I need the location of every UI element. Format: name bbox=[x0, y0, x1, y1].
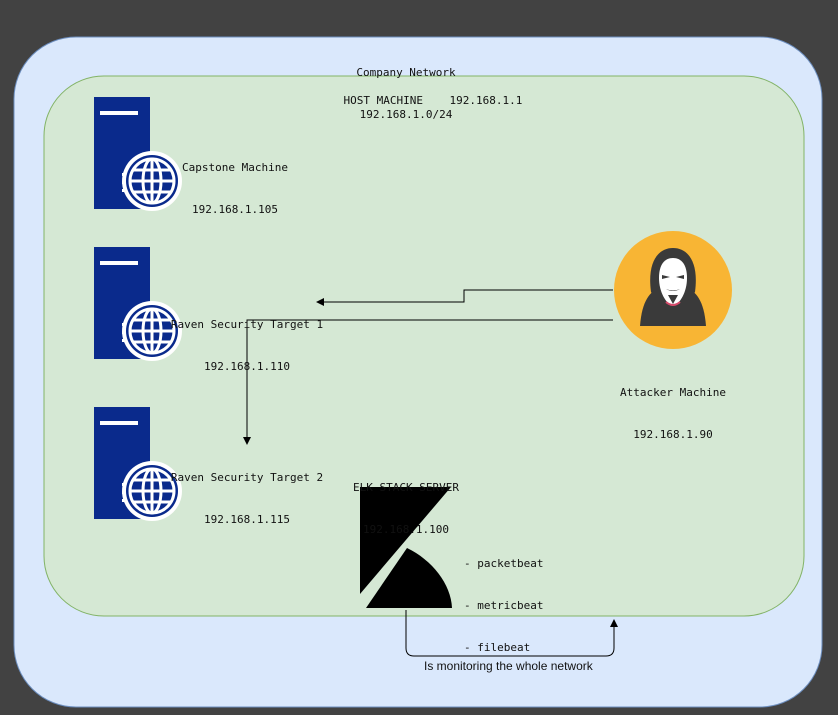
elk-ip: 192.168.1.100 bbox=[362, 523, 450, 536]
host-machine-container bbox=[43, 75, 805, 617]
company-network-subnet: 192.168.1.0/24 bbox=[359, 108, 453, 121]
target2-name: Raven Security Target 2 bbox=[170, 471, 324, 484]
beat-metricbeat: - metricbeat bbox=[464, 599, 544, 612]
target2-label: Raven Security Target 2 192.168.1.115 bbox=[171, 443, 323, 555]
capstone-ip: 192.168.1.105 bbox=[191, 203, 279, 216]
edge-attacker-to-target2 bbox=[243, 319, 613, 445]
elk-label: ELK STACK SERVER 192.168.1.100 bbox=[353, 453, 459, 565]
edge-elk-monitoring bbox=[405, 610, 618, 657]
elk-beats-list: - packetbeat - metricbeat - filebeat bbox=[464, 529, 543, 683]
hacker-anonymous-icon bbox=[614, 231, 732, 349]
kibana-logo-icon bbox=[360, 487, 452, 608]
target2-ip: 192.168.1.115 bbox=[203, 513, 291, 526]
monitoring-edge-label: Is monitoring the whole network bbox=[424, 659, 593, 673]
target1-label: Raven Security Target 1 192.168.1.110 bbox=[171, 290, 323, 402]
host-machine-title: HOST MACHINE 192.168.1.1 bbox=[317, 80, 523, 122]
edge-attacker-to-target1 bbox=[316, 289, 613, 306]
target1-name: Raven Security Target 1 bbox=[170, 318, 324, 331]
attacker-name: Attacker Machine bbox=[620, 386, 726, 399]
company-network-name: Company Network bbox=[356, 66, 456, 79]
beat-filebeat: - filebeat bbox=[464, 641, 531, 654]
host-machine-ip: 192.168.1.1 bbox=[449, 94, 523, 107]
beat-packetbeat: - packetbeat bbox=[464, 557, 544, 570]
company-network-title: Company Network 192.168.1.0/24 bbox=[356, 38, 455, 150]
capstone-name: Capstone Machine bbox=[182, 161, 288, 174]
attacker-label: Attacker Machine 192.168.1.90 bbox=[620, 358, 726, 470]
attacker-ip: 192.168.1.90 bbox=[633, 428, 713, 441]
elk-name: ELK STACK SERVER bbox=[353, 481, 459, 494]
host-machine-name: HOST MACHINE bbox=[343, 94, 423, 107]
capstone-label: Capstone Machine 192.168.1.105 bbox=[182, 133, 288, 245]
target1-ip: 192.168.1.110 bbox=[203, 360, 291, 373]
